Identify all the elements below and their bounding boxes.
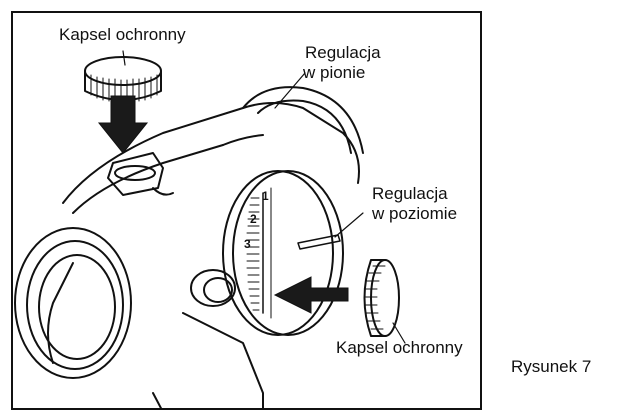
- rear-tube: [242, 86, 364, 154]
- dial-mark-2: 2: [250, 212, 257, 226]
- label-horizontal-adj-line1: Regulacja: [372, 184, 448, 203]
- label-cap-top: Kapsel ochronny: [59, 25, 186, 44]
- sight-housing: [47, 102, 360, 408]
- down-arrow: [97, 95, 149, 154]
- label-vertical-adj-line2: w pionie: [303, 63, 366, 82]
- figure-frame: 1 2 3 Kapsel ochronny Regulacja w pionie…: [11, 11, 482, 410]
- battery-knob: [190, 269, 236, 307]
- dial-mark-3: 3: [244, 237, 251, 251]
- front-lens: [14, 227, 132, 379]
- leader-lines: [122, 50, 406, 344]
- top-cap: [84, 56, 162, 103]
- label-vertical-adj-line1: Regulacja: [305, 43, 381, 62]
- red-dot-sight-illustration: 1 2 3: [14, 50, 406, 408]
- top-turret: [107, 152, 174, 196]
- label-cap-side: Kapsel ochronny: [336, 338, 463, 357]
- side-dial: [222, 170, 344, 336]
- dial-mark-1: 1: [262, 189, 269, 203]
- label-horizontal-adj-line2: w poziomie: [372, 204, 458, 223]
- side-cap: [363, 259, 400, 337]
- figure-caption: Rysunek 7: [511, 357, 592, 376]
- left-arrow: [273, 276, 349, 314]
